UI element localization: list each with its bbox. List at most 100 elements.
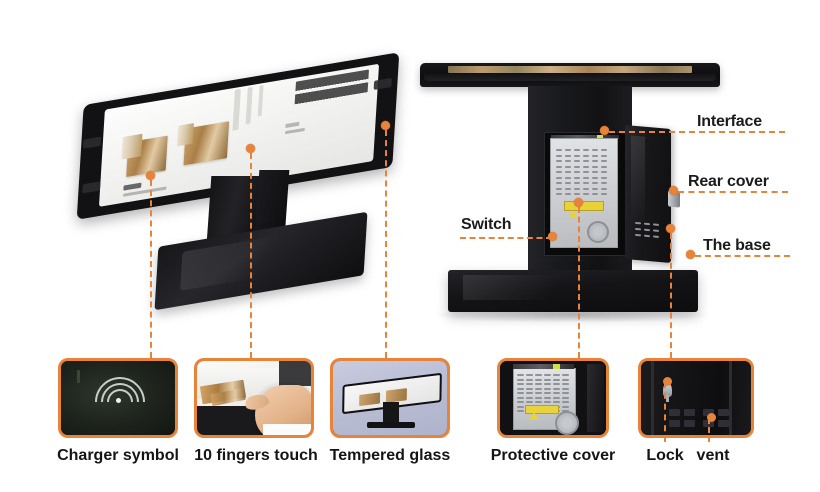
vent-hole xyxy=(644,228,650,232)
vent-hole xyxy=(583,176,589,179)
screen-product-image xyxy=(176,123,194,147)
vent-hole xyxy=(534,401,542,404)
callout-label-switch: Switch xyxy=(461,216,512,233)
marker-dot-vent[interactable] xyxy=(707,413,716,422)
callout-label-rear-cover: Rear cover xyxy=(688,173,769,190)
marker-dot-protective-cover[interactable] xyxy=(574,198,583,207)
vent-hole xyxy=(565,154,571,157)
vent-hole xyxy=(601,154,607,157)
rear-cover-door xyxy=(625,124,671,264)
vent-hole xyxy=(574,182,580,184)
vent-hole xyxy=(534,374,542,377)
vent-hole xyxy=(543,378,551,381)
screen-product-image xyxy=(359,392,381,406)
vent-hole xyxy=(556,176,562,179)
vent-hole xyxy=(635,221,641,225)
marker-dot-lock-vent[interactable] xyxy=(666,224,675,233)
vent-hole xyxy=(583,154,589,157)
vent-hole xyxy=(556,187,562,190)
vent-hole xyxy=(565,187,571,190)
thumbnail-tempered-glass[interactable] xyxy=(330,358,450,438)
marker-dot-switch[interactable] xyxy=(548,232,557,241)
panel-seam xyxy=(729,361,732,435)
base-reflection xyxy=(463,275,583,301)
vent-hole xyxy=(703,409,714,416)
vent-hole xyxy=(601,182,607,184)
vent-hole xyxy=(644,222,650,226)
vent-hole xyxy=(552,383,560,386)
vent-hole xyxy=(592,154,598,157)
charger-center-dot-icon xyxy=(116,398,121,403)
vent-hole xyxy=(543,396,551,399)
vent-hole xyxy=(635,227,641,231)
marker-dot-lock[interactable] xyxy=(663,377,672,386)
vent-hole xyxy=(552,378,560,381)
vent-hole xyxy=(653,235,659,238)
vent-hole xyxy=(592,149,598,151)
thumbnail-protective-cover[interactable] xyxy=(497,358,609,438)
vent-hole xyxy=(565,182,571,184)
vent-hole xyxy=(565,160,571,162)
leader-line-interface xyxy=(609,131,785,133)
leader-line-charger xyxy=(150,180,152,358)
vent-hole xyxy=(583,149,589,151)
thumbnail-lock-vent[interactable] xyxy=(638,358,754,438)
vent-hole xyxy=(653,223,659,226)
vent-hole xyxy=(534,396,542,399)
vent-hole xyxy=(583,165,589,168)
vent-hole xyxy=(561,378,569,381)
vent-hole xyxy=(556,193,562,195)
cover-vent-holes xyxy=(556,149,612,201)
vent-hole xyxy=(516,378,524,381)
vent-hole xyxy=(534,378,542,381)
lock-stem xyxy=(666,395,669,402)
vent-hole xyxy=(583,187,589,190)
left-table-bezel-button xyxy=(82,181,101,194)
vent-hole xyxy=(592,193,598,195)
thumbnail-ten-fingers-touch[interactable] xyxy=(194,358,314,438)
callout-label-the-base: The base xyxy=(703,237,771,254)
vent-hole xyxy=(561,396,569,399)
green-indicator xyxy=(553,363,560,369)
vent-hole xyxy=(556,154,562,157)
vent-hole xyxy=(552,392,560,395)
cabinet-indicator xyxy=(597,135,603,139)
vent-hole xyxy=(718,420,729,427)
vent-hole xyxy=(601,149,607,151)
warning-triangle-icon xyxy=(569,210,577,217)
vent-hole xyxy=(574,187,580,190)
background-dark-area xyxy=(279,361,311,387)
vent-hole xyxy=(543,374,551,377)
vent-hole xyxy=(684,420,695,427)
marker-dot-touch[interactable] xyxy=(246,144,255,153)
vent-hole xyxy=(543,383,551,386)
vent-hole xyxy=(583,160,589,162)
thumbnail-charger-symbol[interactable] xyxy=(58,358,178,438)
marker-dot-rear-cover[interactable] xyxy=(669,186,678,195)
cover-perforations xyxy=(516,374,570,413)
leader-line-switch xyxy=(460,237,552,239)
leader-line-lock-vent xyxy=(670,233,672,358)
base-reflection xyxy=(180,231,301,291)
marker-dot-glass[interactable] xyxy=(381,121,390,130)
thumbnail-label-charger-symbol: Charger symbol xyxy=(57,447,179,464)
right-table-cabinet xyxy=(544,132,628,256)
vent-hole xyxy=(574,176,580,179)
marker-dot-interface[interactable] xyxy=(600,126,609,135)
thumbnail-label-tempered-glass: Tempered glass xyxy=(329,447,451,464)
vent-hole xyxy=(583,182,589,184)
screen-product-image xyxy=(121,133,143,160)
vent-hole xyxy=(525,396,533,399)
vent-hole xyxy=(601,193,607,195)
marker-dot-charger[interactable] xyxy=(146,171,155,180)
marker-dot-the-base[interactable] xyxy=(686,250,695,259)
interface-connector-strip xyxy=(512,363,575,369)
vent-hole xyxy=(525,383,533,386)
left-table-bezel-button xyxy=(82,136,102,149)
vent-hole xyxy=(653,229,659,232)
vent-hole xyxy=(543,387,551,390)
vent-hole xyxy=(552,396,560,399)
vent-hole xyxy=(561,401,569,404)
fan-grille-icon xyxy=(587,221,609,243)
vent-hole xyxy=(574,171,580,173)
